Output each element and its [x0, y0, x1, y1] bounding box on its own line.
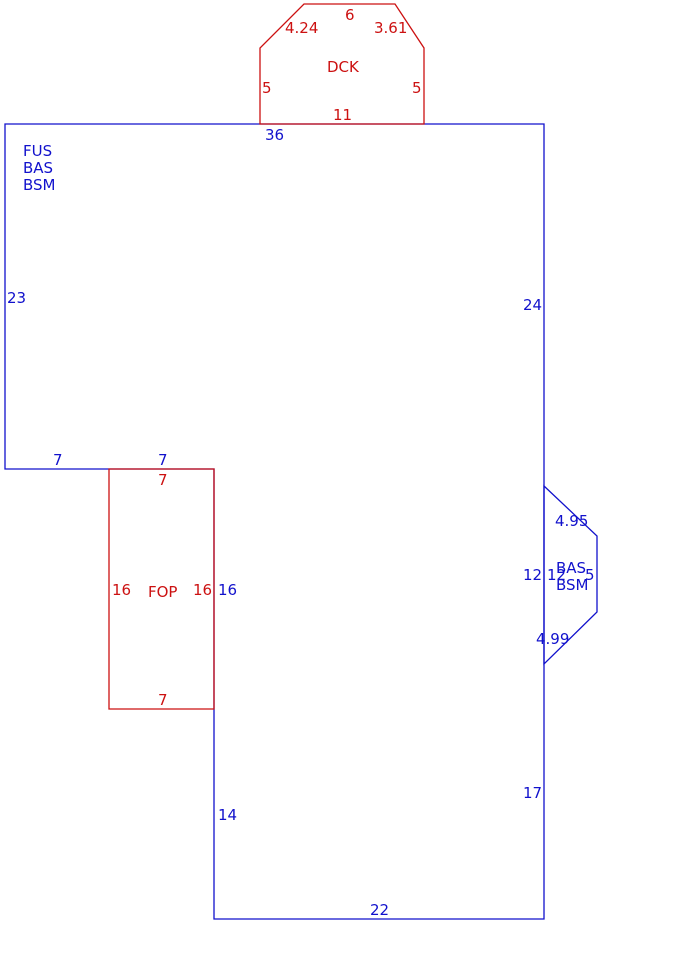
main-area-outline — [4, 123, 545, 920]
deck-outline — [259, 3, 425, 125]
dim-main-step-left: 7 — [53, 451, 63, 469]
dim-main-right-lower: 17 — [523, 784, 542, 802]
porch-code: FOP — [148, 583, 177, 601]
dim-main-bottom: 22 — [370, 901, 389, 919]
bay-code-1: BAS — [556, 559, 586, 577]
dim-deck-right: 5 — [412, 79, 422, 97]
dim-main-left: 23 — [7, 289, 26, 307]
porch-outline — [108, 468, 215, 710]
dim-bay-base: 12 — [523, 566, 542, 584]
dim-bay-outer: 5 — [585, 566, 595, 584]
bay-outline — [543, 484, 598, 666]
main-area-code-2: BAS — [23, 159, 53, 177]
dim-deck-upper-left: 4.24 — [285, 19, 318, 37]
deck-code: DCK — [327, 58, 360, 76]
dim-bay-inner: 12 — [547, 566, 566, 584]
dim-main-lower-left: 14 — [218, 806, 237, 824]
dim-porch-left: 16 — [112, 581, 131, 599]
dim-main-step-right: 7 — [158, 451, 168, 469]
dim-bay-upper: 4.95 — [555, 512, 588, 530]
dim-deck-left: 5 — [262, 79, 272, 97]
dim-main-inner: 16 — [218, 581, 237, 599]
bay-code-2: BSM — [556, 576, 589, 594]
dim-porch-top: 7 — [158, 471, 168, 489]
dim-deck-upper-right: 3.61 — [374, 19, 407, 37]
dim-main-right-upper: 24 — [523, 296, 542, 314]
dim-deck-top: 6 — [345, 6, 355, 24]
dim-porch-right: 16 — [193, 581, 212, 599]
dim-main-top: 36 — [265, 126, 284, 144]
dim-porch-bottom: 7 — [158, 691, 168, 709]
main-area-code-3: BSM — [23, 176, 56, 194]
main-area-code-1: FUS — [23, 142, 52, 160]
dim-deck-bottom: 11 — [333, 106, 352, 124]
dim-bay-lower: 4.99 — [536, 630, 569, 648]
